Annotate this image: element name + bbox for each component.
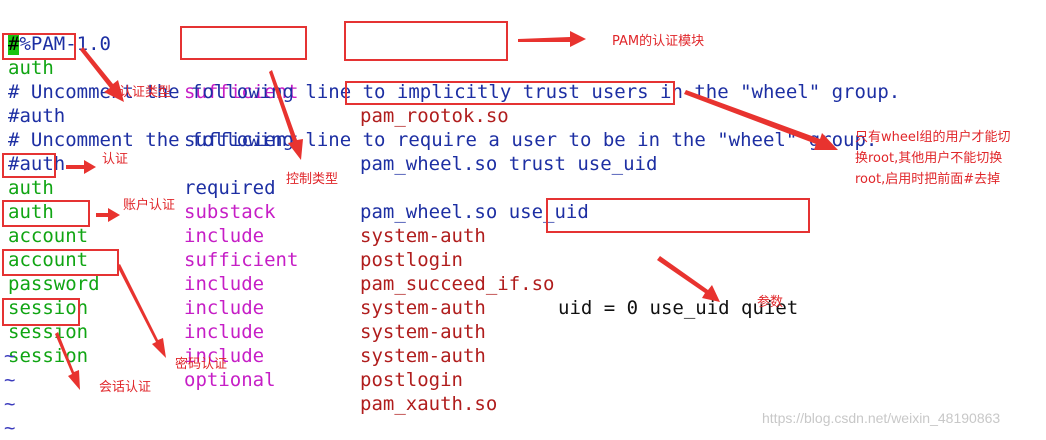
module-path: system-auth <box>360 225 486 247</box>
module-type: account <box>8 225 89 247</box>
empty-line-tilde: ~ <box>4 393 16 415</box>
annotation-account: 账户认证 <box>123 198 176 213</box>
control-flag: substack <box>184 201 276 223</box>
module-path: pam_xauth.so <box>360 393 498 415</box>
module-path: system-auth <box>360 345 486 367</box>
module-path: pam_wheel.so trust use_uid <box>360 153 658 175</box>
annotation-password: 密码认证 <box>175 357 228 372</box>
editor-line: #auth sufficient pam_wheel.so trust use_… <box>4 80 657 175</box>
module-path: postlogin <box>360 369 463 391</box>
control-flag: sufficient <box>184 249 299 271</box>
editor-line: account include system-auth <box>4 224 486 319</box>
highlight-box-control <box>180 26 307 60</box>
annotation-auth: 认证 <box>102 152 129 167</box>
annotation-control-type: 控制类型 <box>286 172 339 187</box>
module-type: password <box>8 273 100 295</box>
highlight-box-password <box>2 249 119 276</box>
editor-line-comment: # Uncomment the following line to implic… <box>4 56 900 103</box>
comment-text: # Uncomment the following line to implic… <box>8 81 901 103</box>
editor-line: account sufficient pam_succeed_if.so uid… <box>4 200 798 319</box>
editor-line: auth substack system-auth <box>4 152 486 247</box>
annotation-wheel-note-3: root,启用时把前面#去掉 <box>855 172 1001 187</box>
module-path: system-auth <box>360 297 486 319</box>
highlight-box-args <box>546 198 810 233</box>
editor-line: auth include postlogin <box>4 176 463 271</box>
comment-text: # Uncomment the following line to requir… <box>8 129 878 151</box>
editor-line-header: #%PAM-1.0 <box>4 8 111 55</box>
empty-line-tilde: ~ <box>4 369 16 391</box>
module-path: pam_rootok.so <box>360 105 509 127</box>
module-path: pam_wheel.so use_uid <box>360 201 589 223</box>
annotation-wheel-note-2: 换root,其他用户不能切换 <box>855 151 1003 166</box>
editor-line: auth sufficient pam_rootok.so <box>4 32 509 127</box>
control-flag: sufficient <box>184 81 299 103</box>
module-type: #auth <box>8 105 66 127</box>
module-type: auth <box>8 57 54 79</box>
highlight-box-module <box>344 21 508 61</box>
module-type: session <box>8 321 89 343</box>
module-args: uid = 0 use_uid quiet <box>558 297 799 319</box>
watermark: https://blog.csdn.net/weixin_48190863 <box>762 410 1001 426</box>
control-flag: include <box>184 297 265 319</box>
annotation-params: 参数 <box>757 295 784 310</box>
module-type: session <box>8 297 89 319</box>
control-flag: include <box>184 345 265 367</box>
editor-line: session optional pam_xauth.so <box>4 320 497 415</box>
annotation-wheel-note-1: 只有wheel组的用户才能切 <box>855 130 1011 145</box>
annotation-session: 会话认证 <box>99 380 152 395</box>
module-type: auth <box>8 177 54 199</box>
control-flag: include <box>184 321 265 343</box>
editor-line: session include postlogin <box>4 296 463 391</box>
editor-line-comment: # Uncomment the following line to requir… <box>4 104 877 151</box>
module-type: auth <box>8 201 54 223</box>
annotation-auth-type: 认证类型 <box>119 85 172 100</box>
control-flag: include <box>184 273 265 295</box>
annotation-pam-module: PAM的认证模块 <box>612 34 705 49</box>
highlight-box-auth <box>2 33 76 60</box>
editor-line: session include system-auth <box>4 272 486 367</box>
highlight-box-auth-2 <box>2 153 56 178</box>
control-flag: include <box>184 225 265 247</box>
module-path: pam_succeed_if.so <box>360 273 555 295</box>
control-flag: required <box>184 177 276 199</box>
empty-line-tilde: ~ <box>4 417 16 439</box>
header-text: %PAM-1.0 <box>19 33 111 55</box>
module-type: #auth <box>8 153 66 175</box>
highlight-box-session <box>2 298 80 326</box>
module-path: system-auth <box>360 321 486 343</box>
highlight-box-wheel-line <box>345 81 675 105</box>
highlight-box-account <box>2 200 90 227</box>
editor-line: #auth required pam_wheel.so use_uid <box>4 128 589 223</box>
module-type: account <box>8 249 89 271</box>
control-flag: optional <box>184 369 276 391</box>
text-cursor: # <box>8 33 20 55</box>
empty-line-tilde: ~ <box>4 345 16 367</box>
control-flag: sufficient <box>184 129 299 151</box>
module-path: postlogin <box>360 249 463 271</box>
editor-line: password include system-auth <box>4 248 486 343</box>
